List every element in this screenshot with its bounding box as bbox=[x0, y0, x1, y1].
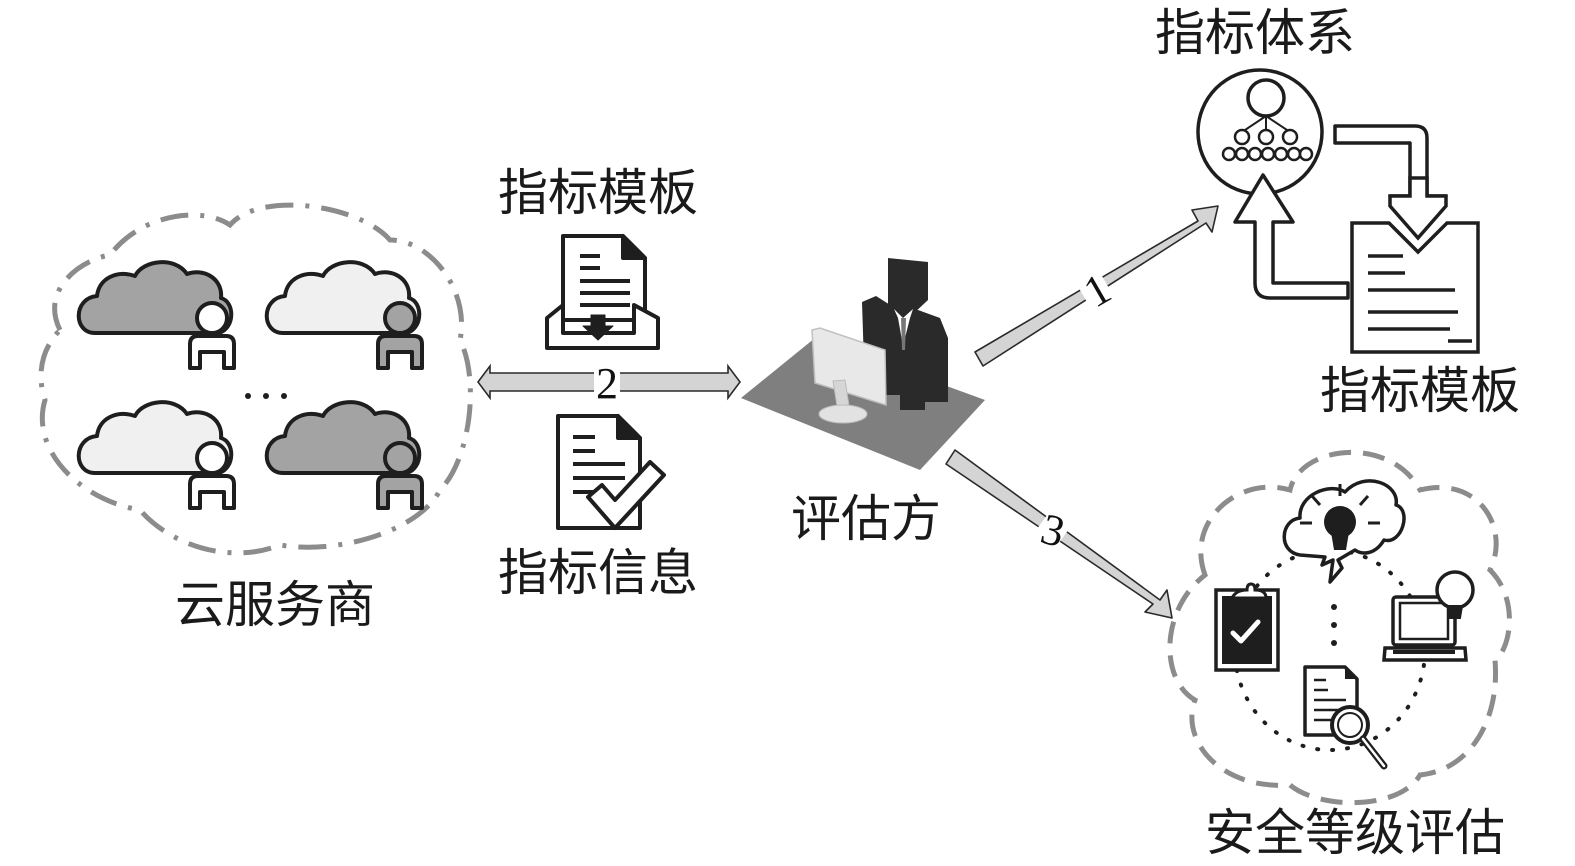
evaluator-label: 评估方 bbox=[791, 490, 941, 548]
indicator-template-right-label: 指标模板 bbox=[1320, 362, 1520, 420]
indicator-info-label: 指标信息 bbox=[498, 544, 698, 602]
indicator-template-label: 指标模板 bbox=[498, 164, 698, 222]
ellipsis-dots bbox=[245, 393, 287, 399]
step-number-2: 2 bbox=[596, 359, 618, 408]
cloud-providers-group: 云服务商 bbox=[38, 202, 473, 634]
loop-arrow-up bbox=[1233, 173, 1350, 300]
user-icon bbox=[376, 441, 424, 510]
template-document-icon bbox=[1350, 176, 1480, 354]
hierarchy-circle-icon bbox=[1196, 68, 1324, 196]
center-dots bbox=[1331, 604, 1337, 646]
user-icon bbox=[188, 441, 236, 510]
exchange-group: 指标模板 2 指 bbox=[477, 164, 741, 602]
double-arrow-2: 2 bbox=[477, 359, 741, 408]
evaluator-group: 评估方 bbox=[741, 258, 985, 548]
inbox-document-icon bbox=[545, 234, 660, 350]
document-search-icon bbox=[1303, 665, 1388, 770]
document-check-icon bbox=[556, 414, 666, 530]
monitor-icon bbox=[811, 327, 887, 424]
indicator-system-group: 指标体系 bbox=[1155, 4, 1520, 420]
arrow-3: 3 bbox=[945, 449, 1173, 619]
clipboard-check-icon bbox=[1214, 582, 1280, 672]
user-icon bbox=[376, 301, 424, 370]
security-level-eval-label: 安全等级评估 bbox=[1205, 804, 1505, 862]
indicator-system-label: 指标体系 bbox=[1155, 4, 1355, 62]
desk bbox=[741, 338, 985, 470]
dash-dot-boundary bbox=[38, 202, 473, 556]
laptop-bulb-icon bbox=[1382, 570, 1475, 662]
dashed-cloud-boundary bbox=[1167, 449, 1512, 806]
arrow-1: 1 bbox=[974, 205, 1219, 367]
user-icon bbox=[188, 301, 236, 370]
security-eval-group: 安全等级评估 bbox=[1167, 449, 1512, 862]
idea-cloud-icon bbox=[1282, 479, 1406, 584]
cloud-providers-label: 云服务商 bbox=[175, 576, 375, 634]
